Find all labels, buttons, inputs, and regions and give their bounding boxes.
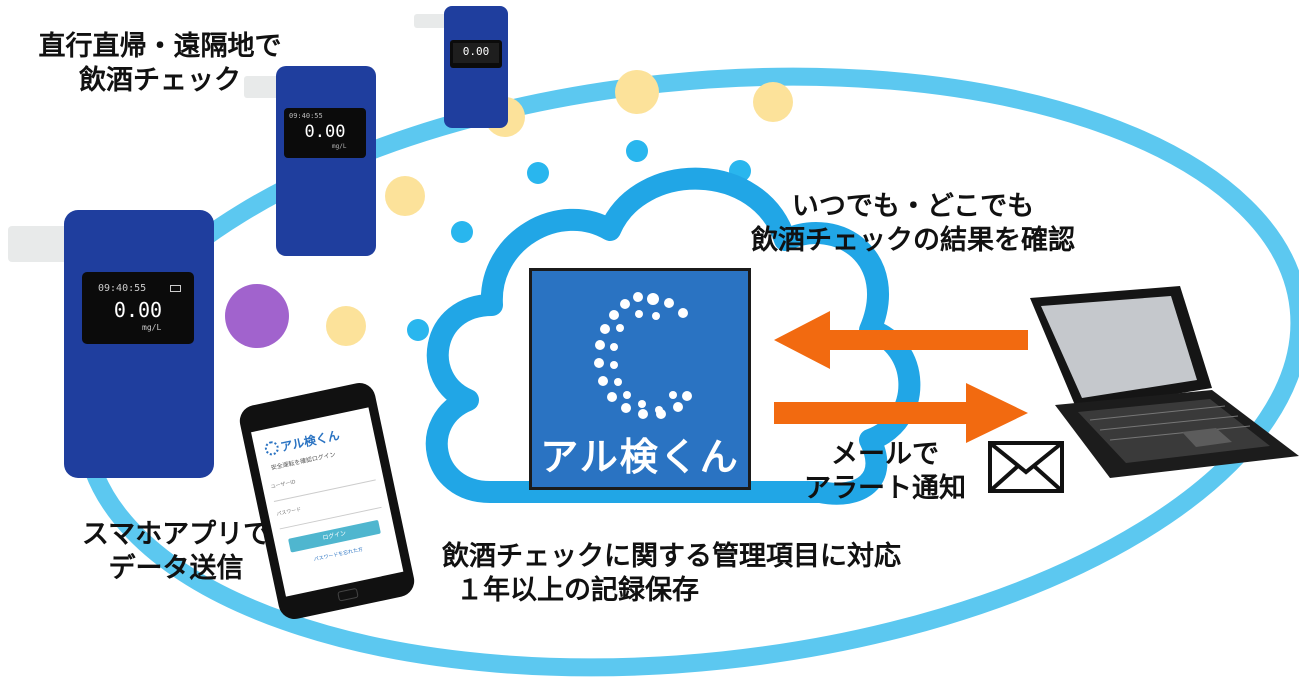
checker-reading: 0.00 [304, 122, 346, 142]
dot-purple [225, 284, 289, 348]
checker-reading: 0.00 [462, 45, 490, 58]
app-logo-icon [263, 440, 281, 457]
caption-mail-alert: メールで アラート通知 [804, 439, 966, 504]
checker-unit: mg/L [332, 143, 347, 150]
service-logo: アル検くん [529, 268, 751, 490]
checker-time: 09:40:55 [289, 112, 323, 120]
battery-icon [170, 285, 181, 292]
mouthpiece [414, 14, 446, 28]
checker-time: 09:40:55 [98, 283, 147, 294]
caption-remote: 直行直帰・遠隔地で 飲酒チェック [38, 31, 282, 96]
app-subtitle: 安全運転を確認ログイン [270, 451, 337, 472]
caption-management: 飲酒チェックに関する管理項目に対応 １年以上の記録保存 [442, 541, 901, 606]
caption-anytime: いつでも・どこでも 飲酒チェックの結果を確認 [751, 191, 1075, 256]
checker-unit: mg/L [142, 323, 162, 332]
dot-blue [527, 162, 549, 184]
dot-blue [451, 221, 473, 243]
mouthpiece [8, 226, 70, 262]
dot-yellow [753, 82, 793, 122]
dot-blue [407, 319, 429, 341]
checker-reading: 0.00 [113, 298, 163, 322]
service-logo-text: アル検くん [540, 435, 740, 479]
mouthpiece [244, 76, 280, 98]
dot-yellow [615, 70, 659, 114]
caption-smartphone: スマホアプリで データ送信 [81, 519, 271, 584]
dot-blue [626, 140, 648, 162]
dot-yellow [326, 306, 366, 346]
dot-yellow [385, 176, 425, 216]
home-button [337, 587, 359, 602]
logo-dots-icon [594, 292, 692, 419]
